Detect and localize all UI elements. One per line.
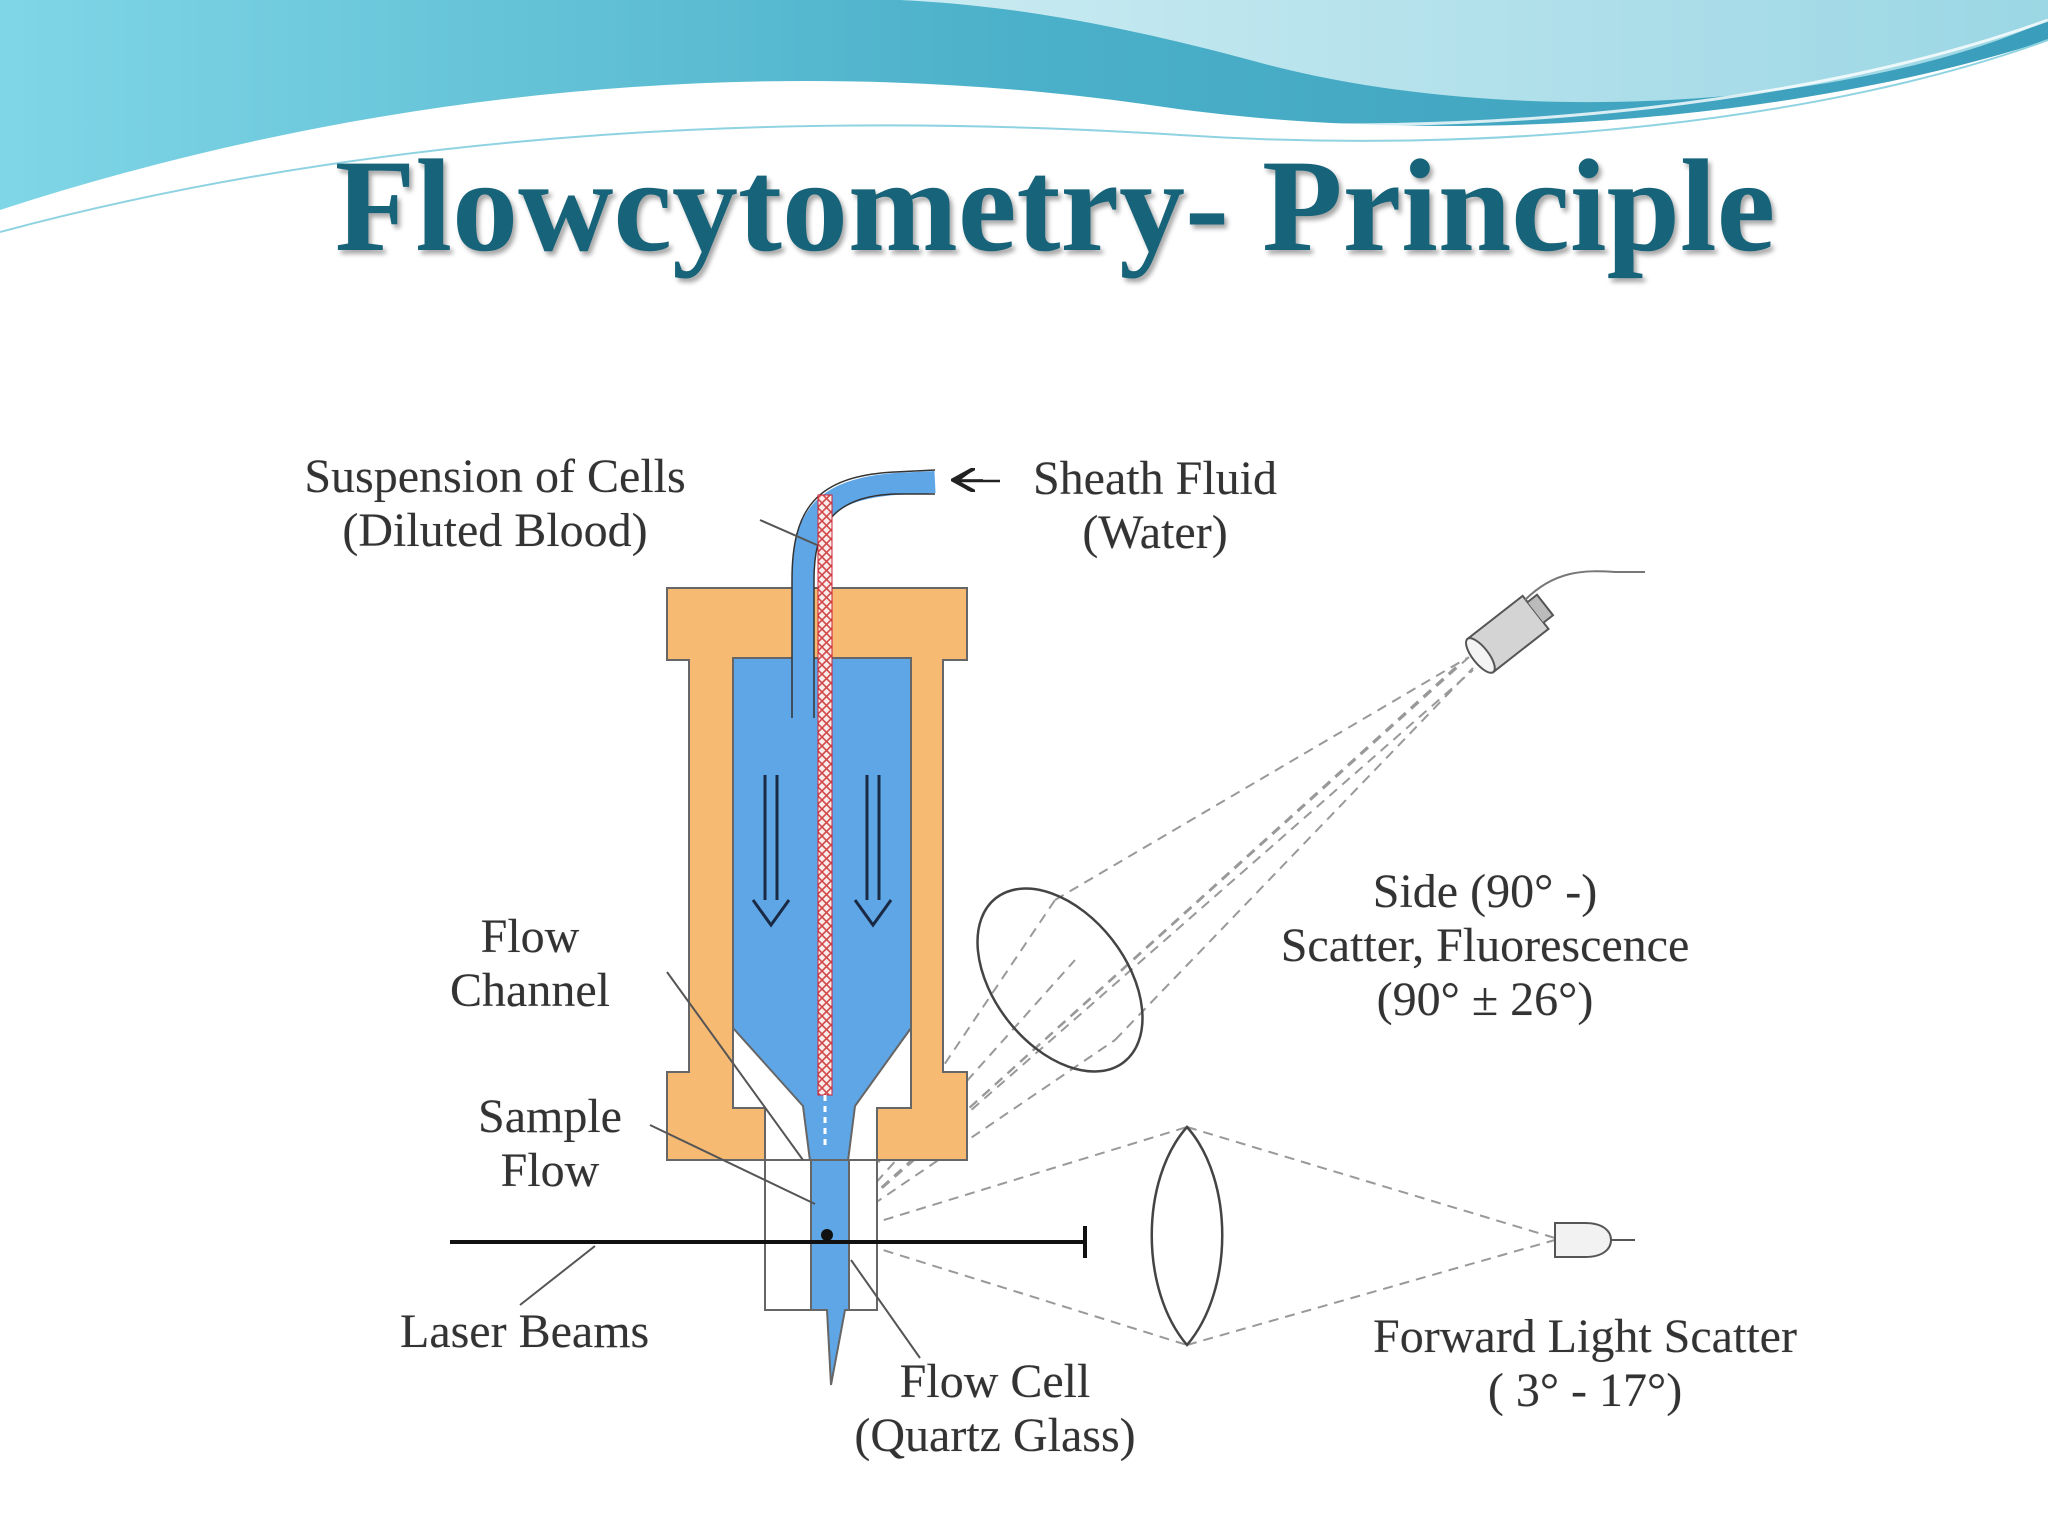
flow-cell-label-line1: Flow Cell [899, 1355, 1091, 1408]
forward-scatter-label: Forward Light Scatter ( 3° - 17°) [1325, 1310, 1845, 1418]
flow-cell-label-line2: (Quartz Glass) [854, 1408, 1136, 1462]
flow-channel-label: Flow Channel [425, 910, 635, 1018]
flow-channel-label-line1: Flow [480, 910, 580, 963]
forward-scatter-label-line2: ( 3° - 17°) [1487, 1363, 1683, 1417]
sheath-label-line1: Sheath Fluid [1032, 452, 1277, 505]
forward-scatter-label-line1: Forward Light Scatter [1373, 1310, 1797, 1363]
flow-channel-label-line2: Channel [450, 963, 610, 1017]
forward-detector-icon [1554, 1222, 1635, 1258]
flow-chamber [666, 587, 968, 1386]
sheath-label: Sheath Fluid (Water) [1005, 452, 1305, 560]
detector-icon [1465, 570, 1645, 674]
sample-flow-label-line1: Sample [478, 1090, 622, 1143]
side-scatter-label-line2: Scatter, Fluorescence [1280, 918, 1690, 972]
flow-arrow-icon [751, 775, 893, 928]
laser-beams-label: Laser Beams [400, 1305, 650, 1358]
suspension-label-line2: (Diluted Blood) [342, 503, 648, 557]
leader-lines [519, 480, 983, 1359]
side-scatter-label-line3: (90° ± 26°) [1376, 972, 1594, 1026]
suspension-label-line1: Suspension of Cells [304, 450, 686, 503]
forward-lens [1150, 1125, 1224, 1347]
suspension-label: Suspension of Cells (Diluted Blood) [255, 450, 735, 558]
sample-needle [817, 494, 833, 1096]
side-scatter-label-line1: Side (90° -) [1372, 865, 1598, 918]
sheath-label-line2: (Water) [1082, 505, 1228, 559]
flow-cell-diagram [450, 440, 1645, 1386]
header-banner [0, 0, 2048, 233]
sample-flow-label: Sample Flow [450, 1090, 650, 1198]
sheath-arrow-icon [954, 471, 1000, 491]
diagram-figure: Suspension of Cells (Diluted Blood) Shea… [255, 440, 1845, 1485]
sample-flow-label-line2: Flow [500, 1143, 600, 1197]
lens-icon [976, 887, 1144, 1073]
slide-title: Flowcytometry- Principle [334, 132, 1776, 279]
side-scatter-label: Side (90° -) Scatter, Fluorescence (90° … [1235, 865, 1735, 1026]
flow-cell-label: Flow Cell (Quartz Glass) [835, 1355, 1155, 1463]
